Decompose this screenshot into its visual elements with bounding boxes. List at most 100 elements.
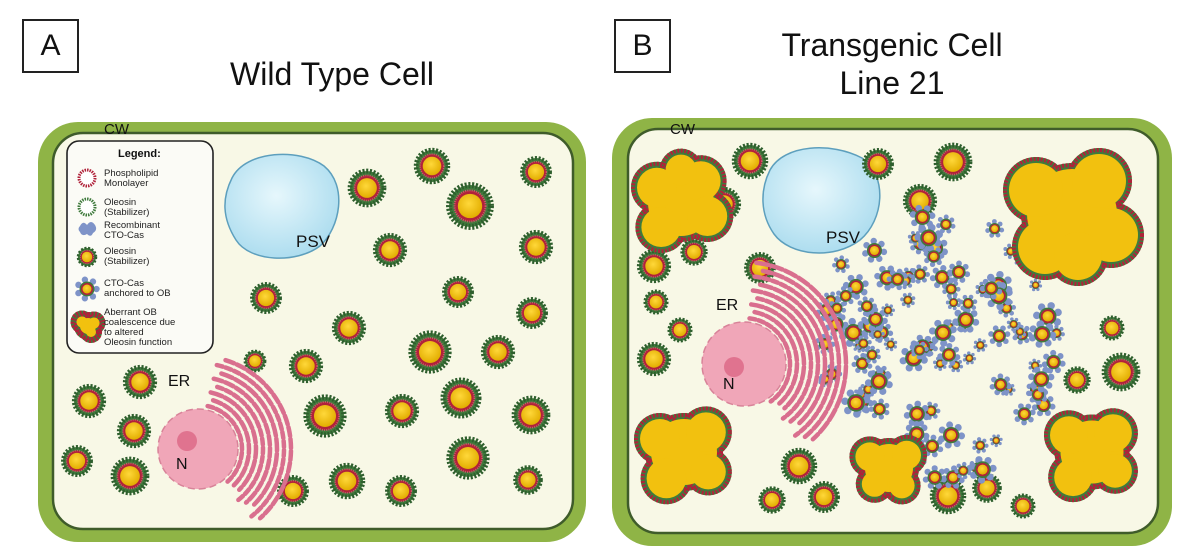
panel-a-label: A <box>22 19 79 73</box>
cto-cas-ob <box>988 325 1011 348</box>
cto-cas-ob <box>886 268 908 291</box>
aberrant-ob <box>631 148 734 253</box>
cto-cas-ob <box>841 388 871 418</box>
oil-body <box>384 393 420 429</box>
cto-cas-ob <box>1029 278 1043 292</box>
cto-cas-ob <box>922 465 947 489</box>
oil-bodies-a <box>61 147 554 507</box>
cto-cas-ob <box>1013 403 1036 426</box>
cto-cas-ob <box>900 292 916 308</box>
oil-body <box>511 395 551 435</box>
legend-item-phospholipid: Phospholipid Monolayer <box>104 168 161 189</box>
panel-b-label: B <box>614 19 671 73</box>
oil-body <box>288 348 324 384</box>
aberrant-ob <box>849 434 927 505</box>
cto-cas-ob-icon <box>75 276 100 302</box>
oil-body <box>1063 366 1091 394</box>
oil-body <box>758 486 786 514</box>
oil-body <box>442 276 474 308</box>
cto-cas-ob <box>862 345 881 364</box>
oil-body <box>636 248 672 284</box>
cto-cas-ob <box>989 434 1003 448</box>
cto-cas-icon <box>78 222 97 236</box>
cto-cas-ob <box>936 214 956 234</box>
cto-cas-ob <box>954 461 972 480</box>
cw-label-b: CW <box>670 121 696 138</box>
oil-body <box>680 238 708 266</box>
oil-body <box>667 317 693 343</box>
phospholipid-icon <box>77 168 97 188</box>
legend-item-cto-cas-ob: CTO-Cas anchored to OB <box>104 278 171 299</box>
legend-box <box>66 140 214 354</box>
legend: Legend: Phospholipid Monolayer Oleosin (… <box>66 140 214 354</box>
cto-cas-ob <box>938 421 966 449</box>
cto-cas-ob <box>910 264 930 284</box>
cto-cas-ob <box>832 255 850 274</box>
oil-body <box>520 156 552 188</box>
oil-body <box>636 341 672 377</box>
oil-body <box>1010 493 1036 519</box>
cto-cas-ob <box>862 237 888 263</box>
oil-body-icon <box>76 246 98 268</box>
oil-body <box>122 364 158 400</box>
oil-body <box>731 142 769 180</box>
psv-a <box>224 153 340 259</box>
cto-cas-ob <box>857 296 877 317</box>
cto-cas-ob <box>972 437 989 454</box>
oil-body <box>408 330 452 374</box>
oil-body <box>331 310 367 346</box>
panel-a-title: Wild Type Cell <box>230 56 434 92</box>
cto-cas-ob <box>1006 317 1021 332</box>
oil-body <box>972 473 1002 503</box>
oil-body <box>446 436 490 480</box>
cto-cas-ob <box>836 286 856 306</box>
cto-cas-ob <box>883 337 898 352</box>
nucleus-a <box>157 408 239 490</box>
legend-item-oleosin: Oleosin (Stabilizer) <box>104 197 149 218</box>
er-a <box>205 357 294 521</box>
oil-body <box>1099 315 1125 341</box>
oil-body <box>1101 352 1141 392</box>
aberrant-ob <box>70 310 106 343</box>
oil-body <box>413 147 451 185</box>
oil-body <box>513 465 543 495</box>
oil-body-icon-shape <box>76 246 98 268</box>
cto-cas-ob <box>958 294 978 313</box>
cto-cas-ob <box>842 274 869 300</box>
oil-bodies-b <box>636 142 1141 519</box>
panel-a: CW PSV ER N Legend: Phospholipid Monolay… <box>38 121 586 542</box>
cto-cas-ob <box>868 398 890 420</box>
psv-b <box>762 147 881 254</box>
legend-item-aberrant-ob: Aberrant OB coalescence due to altered O… <box>104 307 178 348</box>
oil-body <box>110 456 150 496</box>
oil-body <box>328 462 366 500</box>
cto-cas-ob <box>929 265 954 290</box>
oil-body <box>250 282 282 314</box>
cto-cas-ob <box>973 338 988 353</box>
oil-body <box>116 413 152 449</box>
cto-cas-ob <box>914 224 943 252</box>
nucleolus-a <box>177 431 197 451</box>
cw-label-a: CW <box>104 121 130 138</box>
cto-cas-ob <box>962 351 977 365</box>
aberrant-ob-icon <box>70 310 106 343</box>
cto-cas-ob <box>979 276 1003 300</box>
psv-label-b: PSV <box>826 228 861 247</box>
cto-cas-ob <box>947 260 971 283</box>
cto-cas-ob <box>910 341 929 360</box>
er-b <box>747 260 849 442</box>
cto-cas-ob <box>864 367 893 395</box>
er-label-a: ER <box>168 373 190 390</box>
cto-cas-ob <box>1028 366 1055 393</box>
aberrant-ob <box>1044 408 1138 503</box>
oil-body <box>372 232 408 268</box>
cto-cas-ob <box>854 335 872 353</box>
nucleus-b <box>701 321 787 407</box>
oil-body <box>516 297 548 329</box>
panel-b: CW PSV ER N <box>612 118 1172 546</box>
oil-body <box>808 481 840 513</box>
oil-body <box>480 334 516 370</box>
oleosin-icon <box>77 197 97 217</box>
cto-cas-ob <box>969 456 997 484</box>
nucleus-label-b: N <box>723 376 735 393</box>
